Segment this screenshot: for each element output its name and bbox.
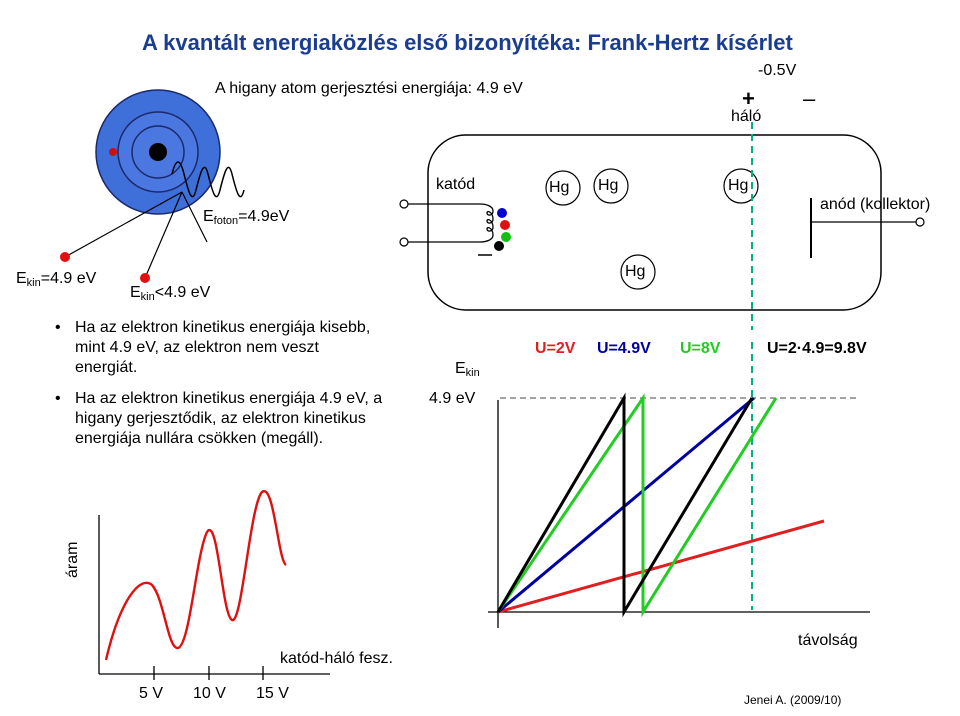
subtitle: A higany atom gerjesztési energiája: 4.9…	[215, 80, 523, 97]
series-label-u98: U=2·4.9=9.8V	[767, 340, 867, 357]
anode-terminal	[915, 217, 925, 227]
current-axis-label: áram	[64, 541, 81, 578]
atom-electron	[109, 148, 117, 156]
hg-atom-1	[545, 170, 581, 206]
ekin-equal-label: Ekin=4.9 eV	[16, 270, 97, 289]
threshold-label: 4.9 eV	[429, 390, 476, 407]
series-label-u2: U=2V	[535, 340, 576, 357]
cathode-label: katód	[436, 176, 476, 193]
hg-label-4: Hg	[625, 263, 646, 280]
credit: Jenei A. (2009/10)	[744, 693, 842, 707]
series-u49-line	[497, 396, 755, 614]
plus-sign: +	[742, 86, 755, 111]
series-u2-line	[497, 519, 825, 614]
electron-blue	[497, 208, 507, 218]
scattered-electron-path	[144, 191, 183, 279]
bullet-item: Ha az elektron kinetikus energiája 4.9 e…	[55, 389, 385, 449]
incoming-electron-path	[64, 191, 183, 258]
mercury-atom	[95, 89, 221, 215]
hg-atom-4	[620, 254, 656, 290]
photon-emission-path	[181, 191, 208, 243]
hg-atom-2	[593, 168, 629, 204]
voltage-axis-label: katód-háló fesz.	[280, 650, 393, 667]
distance-axis-label: távolság	[798, 632, 858, 649]
electron-green	[501, 232, 511, 242]
hg-label-3: Hg	[728, 177, 749, 194]
bullet-item: Ha az elektron kinetikus energiája kiseb…	[55, 318, 385, 378]
tick-label-10v: 10 V	[193, 685, 226, 702]
cathode-terminal-top	[399, 199, 409, 209]
series-u98-line	[496, 392, 754, 618]
series-u8-line	[496, 393, 778, 618]
hg-label-1: Hg	[549, 179, 570, 196]
ekin-less-label: Ekin<4.9 eV	[130, 284, 211, 303]
current-voltage-chart	[98, 490, 330, 680]
minus-sign: –	[803, 86, 816, 111]
explanation-bullets: Ha az elektron kinetikus energiája kiseb…	[55, 318, 385, 460]
electron-dot-1	[60, 252, 70, 262]
tick-label-5v: 5 V	[139, 685, 164, 702]
series-label-u49: U=4.9V	[597, 340, 651, 357]
cathode-filament	[479, 203, 494, 243]
electron-dot-2	[140, 273, 150, 283]
cathode-terminal-bottom	[399, 237, 409, 247]
series-label-u8: U=8V	[680, 340, 721, 357]
photon-wave	[171, 161, 245, 198]
energy-distance-chart	[488, 392, 870, 628]
electron-red	[500, 220, 510, 230]
current-curve	[104, 490, 287, 661]
anode-label: anód (kollektor)	[820, 196, 931, 213]
hg-label-2: Hg	[598, 177, 619, 194]
tick-label-15v: 15 V	[256, 685, 289, 702]
atom-nucleus	[149, 143, 167, 161]
ekin-axis-label: Ekin	[455, 360, 480, 379]
photon-energy-label: Efoton=4.9eV	[203, 208, 290, 227]
hg-atom-3	[723, 168, 759, 204]
voltage-label: -0.5V	[758, 62, 797, 79]
grid-label: háló	[731, 108, 762, 125]
page-title: A kvantált energiaközlés első bizonyíték…	[142, 30, 793, 55]
electron-black	[494, 241, 504, 251]
